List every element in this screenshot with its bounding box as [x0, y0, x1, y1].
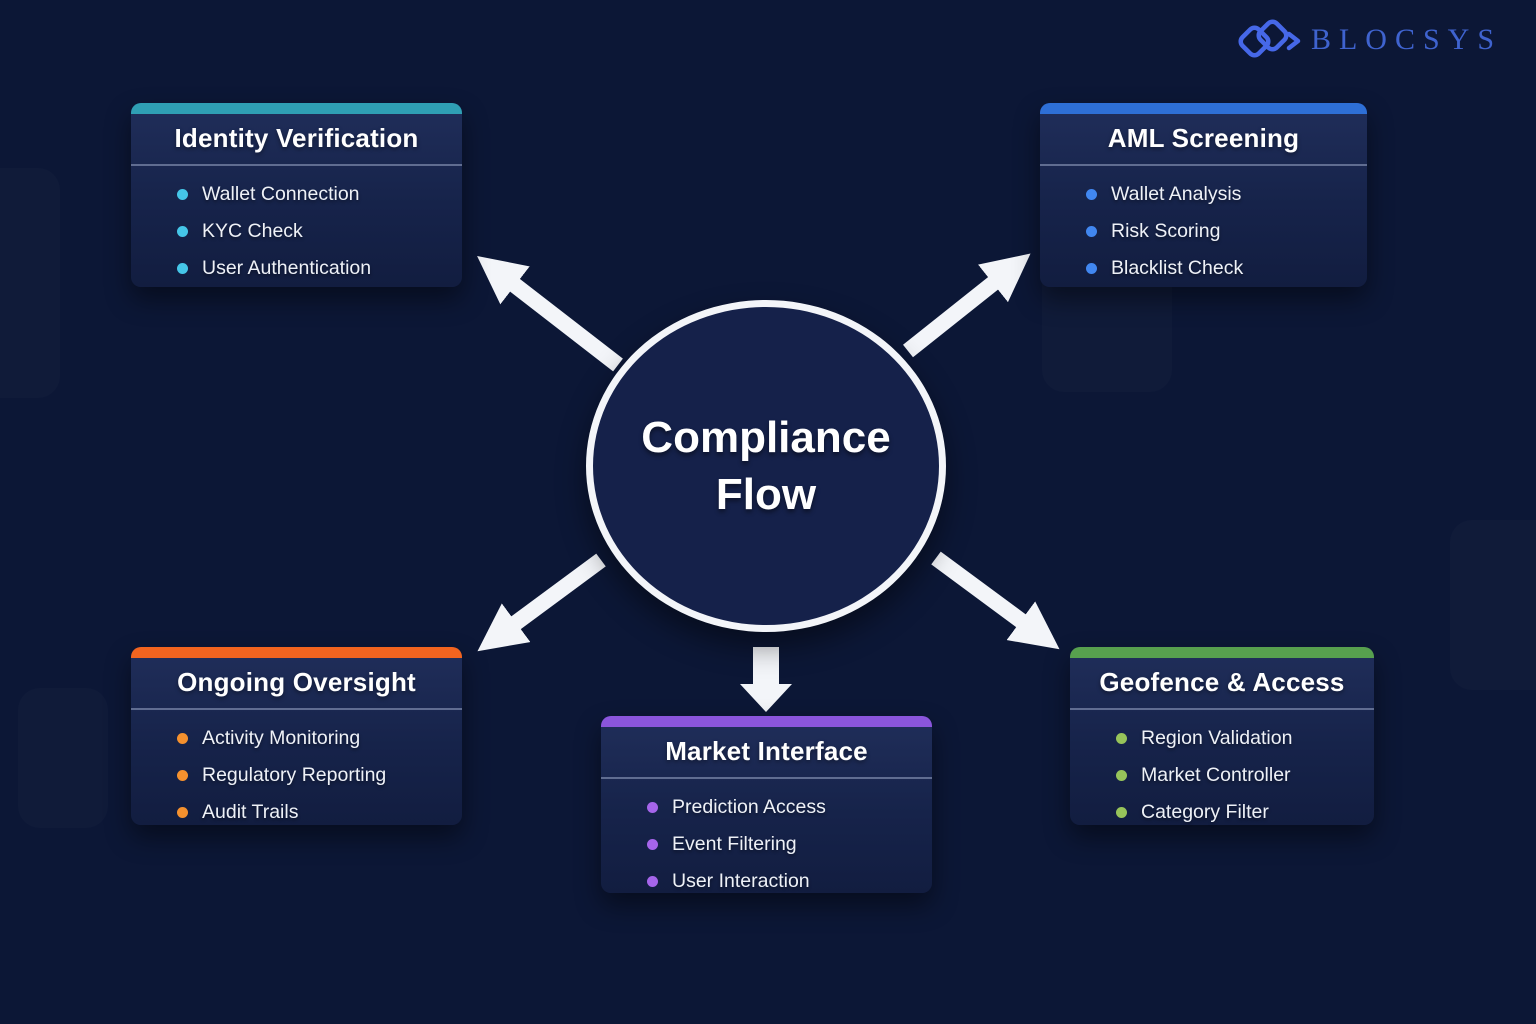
- node-geofence-access: Geofence & Access Region Validation Mark…: [1070, 647, 1374, 825]
- node-title: AML Screening: [1040, 114, 1367, 166]
- bullet-icon: [1116, 770, 1127, 781]
- list-item-label: Activity Monitoring: [202, 727, 361, 749]
- list-item: Activity Monitoring: [177, 727, 452, 750]
- arrow-to-identity-verification: [477, 255, 623, 372]
- list-item: Category Filter: [1116, 801, 1364, 824]
- list-item: Wallet Connection: [177, 183, 452, 206]
- list-item-label: Audit Trails: [202, 801, 299, 823]
- accent-bar: [1040, 103, 1367, 114]
- blocsys-logo-icon: [1238, 19, 1301, 58]
- list-item-label: Blacklist Check: [1111, 257, 1244, 279]
- node-item-list: Wallet Connection KYC Check User Authent…: [131, 166, 462, 280]
- bullet-icon: [647, 876, 658, 887]
- list-item-label: Regulatory Reporting: [202, 764, 387, 786]
- bullet-icon: [647, 839, 658, 850]
- bullet-icon: [647, 802, 658, 813]
- accent-bar: [1070, 647, 1374, 658]
- list-item: User Authentication: [177, 257, 452, 280]
- list-item: Market Controller: [1116, 764, 1364, 787]
- brand-logo: BLOCSYS: [1233, 16, 1502, 64]
- list-item-label: KYC Check: [202, 220, 303, 242]
- list-item-label: User Interaction: [672, 870, 810, 892]
- list-item-label: User Authentication: [202, 257, 372, 279]
- bullet-icon: [1116, 733, 1127, 744]
- node-title: Ongoing Oversight: [131, 658, 462, 710]
- arrow-to-geofence-access: [931, 551, 1060, 650]
- node-title: Geofence & Access: [1070, 658, 1374, 710]
- node-item-list: Prediction Access Event Filtering User I…: [601, 779, 932, 893]
- list-item: Blacklist Check: [1086, 257, 1357, 280]
- list-item: Audit Trails: [177, 801, 452, 824]
- bullet-icon: [1086, 226, 1097, 237]
- list-item-label: Risk Scoring: [1111, 220, 1221, 242]
- bullet-icon: [177, 770, 188, 781]
- list-item-label: Market Controller: [1141, 764, 1291, 786]
- bullet-icon: [1116, 807, 1127, 818]
- bullet-icon: [177, 263, 188, 274]
- accent-bar: [131, 647, 462, 658]
- node-ongoing-oversight: Ongoing Oversight Activity Monitoring Re…: [131, 647, 462, 825]
- node-item-list: Activity Monitoring Regulatory Reporting…: [131, 710, 462, 824]
- arrow-to-ongoing-oversight: [477, 553, 606, 652]
- list-item-label: Wallet Analysis: [1111, 183, 1242, 205]
- hub-title: Compliance Flow: [641, 409, 890, 523]
- node-item-list: Wallet Analysis Risk Scoring Blacklist C…: [1040, 166, 1367, 280]
- arrow-to-market-interface: [740, 647, 792, 712]
- list-item-label: Region Validation: [1141, 727, 1293, 749]
- list-item: User Interaction: [647, 870, 922, 893]
- list-item-label: Wallet Connection: [202, 183, 360, 205]
- compliance-flow-hub: Compliance Flow: [586, 300, 946, 632]
- node-identity-verification: Identity Verification Wallet Connection …: [131, 103, 462, 287]
- brand-name: BLOCSYS: [1310, 23, 1502, 56]
- node-title: Identity Verification: [131, 114, 462, 166]
- hub-title-line1: Compliance: [641, 412, 891, 462]
- bullet-icon: [1086, 263, 1097, 274]
- node-market-interface: Market Interface Prediction Access Event…: [601, 716, 932, 893]
- list-item: Event Filtering: [647, 833, 922, 856]
- node-aml-screening: AML Screening Wallet Analysis Risk Scori…: [1040, 103, 1367, 287]
- accent-bar: [601, 716, 932, 727]
- hub-title-line2: Flow: [715, 470, 817, 519]
- arrow-to-aml-screening: [903, 253, 1031, 358]
- list-item: KYC Check: [177, 220, 452, 243]
- node-title: Market Interface: [601, 727, 932, 779]
- list-item: Risk Scoring: [1086, 220, 1357, 243]
- list-item-label: Category Filter: [1141, 801, 1269, 823]
- node-item-list: Region Validation Market Controller Cate…: [1070, 710, 1374, 824]
- list-item-label: Prediction Access: [672, 796, 826, 818]
- list-item: Wallet Analysis: [1086, 183, 1357, 206]
- bullet-icon: [177, 189, 188, 200]
- bullet-icon: [177, 733, 188, 744]
- accent-bar: [131, 103, 462, 114]
- list-item: Prediction Access: [647, 796, 922, 819]
- list-item: Regulatory Reporting: [177, 764, 452, 787]
- bullet-icon: [177, 807, 188, 818]
- list-item: Region Validation: [1116, 727, 1364, 750]
- bullet-icon: [177, 226, 188, 237]
- list-item-label: Event Filtering: [672, 833, 797, 855]
- bullet-icon: [1086, 189, 1097, 200]
